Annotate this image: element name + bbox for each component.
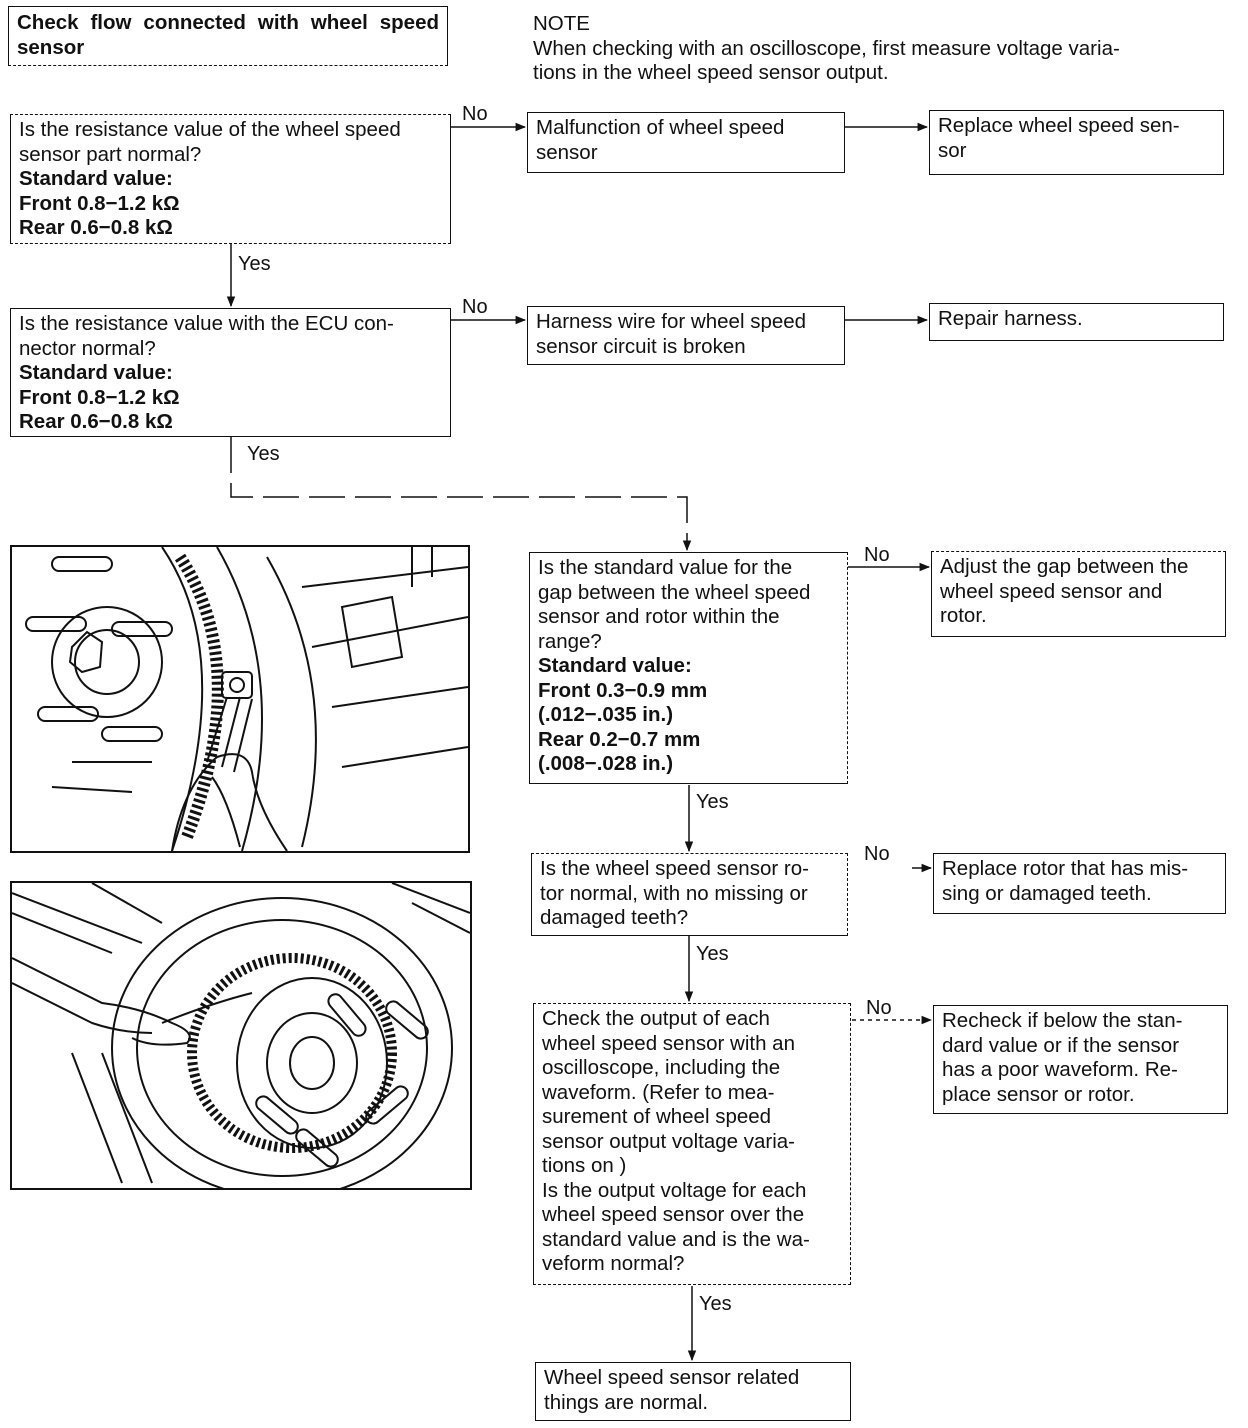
q5-text-4: waveform. (Refer to mea- <box>542 1080 775 1104</box>
q1-standard-label: Standard value: <box>19 167 173 190</box>
q5-text-1: Check the output of each <box>542 1007 770 1030</box>
q4-text-1: Is the wheel speed sensor ro- <box>540 857 809 880</box>
q3-text-3: sensor and rotor within the <box>538 605 780 628</box>
result-2-box: Harness wire for wheel speed sensor circ… <box>527 306 845 365</box>
note-line-1: When checking with an oscilloscope, firs… <box>533 36 1120 60</box>
a4-text-1: Replace rotor that has mis- <box>942 857 1189 880</box>
sensor-gap-illustration-icon <box>25 547 468 851</box>
q5-text-7: tions on ) <box>542 1154 627 1177</box>
q3-standard-label: Standard value: <box>538 654 692 677</box>
q2-yes-label: Yes <box>247 443 280 465</box>
action-4-box: Replace rotor that has mis- sing or dama… <box>933 853 1226 914</box>
final-text-1: Wheel speed sensor related <box>544 1366 800 1389</box>
figure-rotor-inspection <box>10 881 472 1190</box>
action-5-box: Recheck if below the stan- dard value or… <box>933 1005 1228 1114</box>
a5-text-3: has a poor waveform. Re- <box>942 1058 1178 1081</box>
q2-rear-value: Rear 0.6−0.8 kΩ <box>19 410 173 433</box>
q3-text-4: range? <box>538 629 602 653</box>
q5-yes-label: Yes <box>699 1293 732 1315</box>
q5-text-3: oscilloscope, including the <box>542 1056 781 1079</box>
q5-text-9: wheel speed sensor over the <box>542 1203 805 1226</box>
action-2-box: Repair harness. <box>929 303 1224 341</box>
result-1-box: Malfunction of wheel speed sensor <box>527 112 845 173</box>
q1-text-1: Is the resistance value of the wheel spe… <box>19 118 401 141</box>
q1-text-2: sensor part normal? <box>19 142 202 166</box>
figure-sensor-gap <box>10 545 470 853</box>
a4-text-2: sing or damaged teeth. <box>942 881 1152 905</box>
q2-text-1: Is the resistance value with the ECU con… <box>19 312 394 335</box>
q3-text-2: gap between the wheel speed <box>538 580 811 604</box>
q5-text-8: Is the output voltage for each <box>542 1178 807 1202</box>
question-4-box: Is the wheel speed sensor ro- tor normal… <box>531 853 848 936</box>
r2-text-1: Harness wire for wheel speed <box>536 310 807 333</box>
a1-text-1: Replace wheel speed sen- <box>938 114 1180 137</box>
final-result-box: Wheel speed sensor related things are no… <box>535 1362 851 1421</box>
q2-standard-label: Standard value: <box>19 361 173 384</box>
note-line-2: tions in the wheel speed sensor output. <box>533 61 889 84</box>
question-3-box: Is the standard value for the gap betwee… <box>529 552 848 784</box>
q1-rear-value: Rear 0.6−0.8 kΩ <box>19 216 173 239</box>
a2-text-1: Repair harness. <box>938 307 1083 330</box>
note-heading: NOTE <box>533 12 590 35</box>
q1-no-label: No <box>462 103 488 125</box>
q3-yes-label: Yes <box>696 791 729 813</box>
a3-text-1: Adjust the gap between the <box>940 555 1189 578</box>
q1-yes-label: Yes <box>238 253 271 275</box>
q4-text-3: damaged teeth? <box>540 906 689 929</box>
question-5-box: Check the output of each wheel speed sen… <box>533 1003 851 1285</box>
action-1-box: Replace wheel speed sen- sor <box>929 110 1224 175</box>
q1-front-value: Front 0.8−1.2 kΩ <box>19 191 180 215</box>
r1-text-2: sensor <box>536 140 598 164</box>
a5-text-1: Recheck if below the stan- <box>942 1009 1183 1032</box>
final-text-2: things are normal. <box>544 1390 709 1414</box>
q3-text-1: Is the standard value for the <box>538 556 793 579</box>
q3-front-inch-value: (.012−.035 in.) <box>538 703 674 726</box>
r1-text-1: Malfunction of wheel speed <box>536 116 785 139</box>
question-1-box: Is the resistance value of the wheel spe… <box>10 114 451 244</box>
q5-text-11: veform normal? <box>542 1252 685 1275</box>
r2-text-2: sensor circuit is broken <box>536 334 746 358</box>
title-box: Check flow connected with wheel speed se… <box>8 6 448 66</box>
a3-text-2: wheel speed sensor and <box>940 579 1163 603</box>
q4-yes-label: Yes <box>696 943 729 965</box>
action-3-box: Adjust the gap between the wheel speed s… <box>931 551 1226 637</box>
q4-text-2: tor normal, with no missing or <box>540 881 808 905</box>
rotor-inspection-illustration-icon <box>12 883 470 1188</box>
q4-no-label: No <box>864 843 890 865</box>
q5-no-label: No <box>866 997 892 1019</box>
q2-text-2: nector normal? <box>19 336 156 360</box>
a1-text-2: sor <box>938 138 967 162</box>
q5-text-6: sensor output voltage varia- <box>542 1129 795 1153</box>
q5-text-10: standard value and is the wa- <box>542 1227 810 1251</box>
q3-rear-inch-value: (.008−.028 in.) <box>538 752 674 775</box>
question-2-box: Is the resistance value with the ECU con… <box>10 308 451 437</box>
q2-front-value: Front 0.8−1.2 kΩ <box>19 385 180 409</box>
a5-text-2: dard value or if the sensor <box>942 1033 1180 1057</box>
arrow-q2-yes <box>230 437 692 552</box>
q5-text-5: surement of wheel speed <box>542 1105 772 1128</box>
q3-no-label: No <box>864 544 890 566</box>
q3-rear-value: Rear 0.2−0.7 mm <box>538 727 701 751</box>
q2-no-label: No <box>462 296 488 318</box>
a5-text-4: place sensor or rotor. <box>942 1082 1135 1106</box>
a3-text-3: rotor. <box>940 604 987 627</box>
title-text: Check flow connected with wheel speed se… <box>17 11 439 59</box>
q3-front-value: Front 0.3−0.9 mm <box>538 678 708 702</box>
q5-text-2: wheel speed sensor with an <box>542 1031 795 1055</box>
note: NOTE When checking with an oscilloscope,… <box>533 12 1223 86</box>
